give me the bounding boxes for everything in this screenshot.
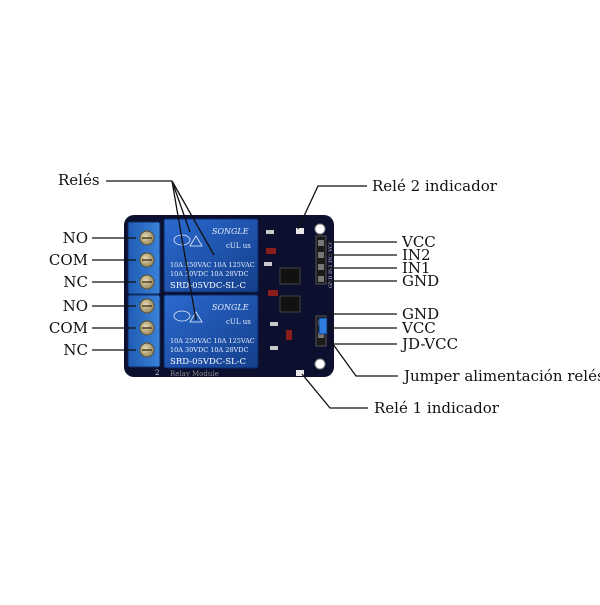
smd-components (264, 228, 304, 376)
relay-rating-1: 10A 250VAC 10A 125VAC (170, 337, 255, 345)
label-jumper: Jumper alimentación relés (404, 367, 600, 385)
mount-hole (314, 223, 326, 235)
relay-rating-1: 10A 250VAC 10A 125VAC (170, 261, 255, 269)
relay-model: SRD-05VDC-SL-C (170, 281, 246, 291)
relay-brand: SONGLE (212, 303, 249, 312)
label-in1: IN1 (402, 259, 431, 277)
label-no-bottom: NO (62, 297, 88, 315)
label-vcc-bottom: VCC (402, 319, 436, 337)
relay-model: SRD-05VDC-SL-C (170, 357, 246, 367)
label-nc-top: NC (63, 273, 88, 291)
leader-lines (92, 180, 398, 409)
relay-2: SONGLE cUL us 10A 250VAC 10A 125VAC 10A … (163, 218, 259, 293)
jumper (315, 315, 328, 347)
input-header (315, 235, 327, 285)
silkscreen-label: Relay Module (170, 370, 219, 378)
label-gnd-top: GND (402, 272, 440, 290)
label-no-top: NO (62, 229, 88, 247)
relay-rating-2: 10A 30VDC 10A 28VDC (170, 346, 248, 354)
label-rele1-indicador: Relé 1 indicador (374, 399, 499, 417)
channel-number: 2 (155, 369, 159, 377)
label-rele2-indicador: Relé 2 indicador (372, 177, 497, 195)
relay-1: SONGLE cUL us 10A 250VAC 10A 125VAC 10A … (163, 294, 259, 369)
label-reles: Relés (58, 171, 100, 189)
mount-hole (314, 358, 326, 370)
terminal-screws (139, 230, 155, 358)
label-gnd-bottom: GND (402, 305, 440, 323)
relay-rating-2: 10A 30VDC 10A 28VDC (170, 270, 248, 278)
label-jd-vcc: JD-VCC (402, 335, 459, 353)
label-com-top: COM (48, 251, 88, 269)
relay-brand: SONGLE (212, 227, 249, 236)
relay-cert: cUL us (226, 318, 251, 326)
relay-cert: cUL us (226, 242, 251, 250)
label-in2: IN2 (402, 246, 431, 264)
label-vcc-top: VCC (402, 233, 436, 251)
label-nc-bottom: NC (63, 341, 88, 359)
header-pin-labels: GND IN1 IN2 VCC (328, 240, 334, 288)
label-com-bottom: COM (48, 319, 88, 337)
